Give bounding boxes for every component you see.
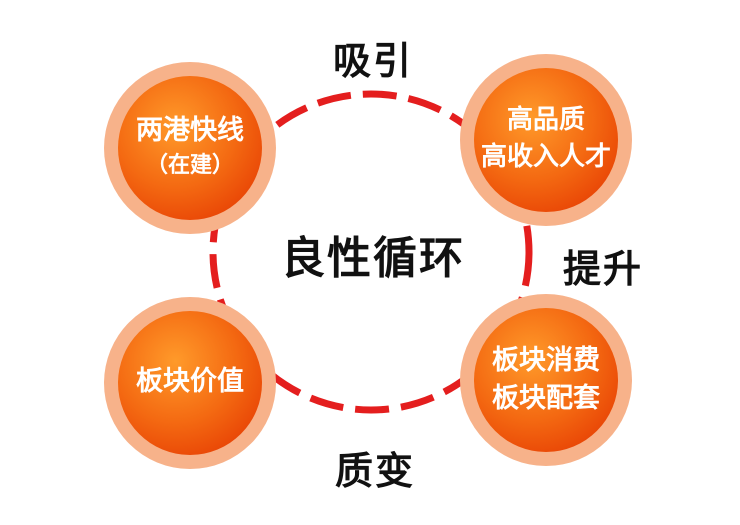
node-bottom-right-text: 板块消费 板块配套 xyxy=(470,344,622,416)
node-top-right-text: 高品质 高收入人才 xyxy=(470,104,622,173)
node-top-right-bubble xyxy=(460,54,632,226)
cycle-ring xyxy=(209,90,533,414)
connector-bottom-label: 质变 xyxy=(334,449,415,493)
node-bottom-right-line1: 板块消费 xyxy=(492,345,600,376)
node-top-right-line1: 高品质 xyxy=(506,105,585,135)
node-bottom-left-text: 板块价值 xyxy=(118,365,262,399)
node-bottom-left-line1: 板块价值 xyxy=(136,366,244,397)
connector-top-label: 吸引 xyxy=(332,39,413,83)
node-top-right-line2: 高收入人才 xyxy=(480,141,611,172)
node-top-left-bubble xyxy=(104,62,276,234)
center-title: 良性循环 xyxy=(281,233,465,284)
connector-right-label: 提升 xyxy=(562,247,643,291)
node-bottom-right-line2: 板块配套 xyxy=(492,382,600,414)
node-bottom-left-bubble xyxy=(104,297,276,469)
node-top-left-line1: 两港快线 xyxy=(136,115,244,146)
node-top-left-line2: （在建） xyxy=(145,152,234,178)
node-top-left-text: 两港快线 （在建） xyxy=(118,114,262,179)
node-bottom-right-bubble xyxy=(460,294,632,466)
